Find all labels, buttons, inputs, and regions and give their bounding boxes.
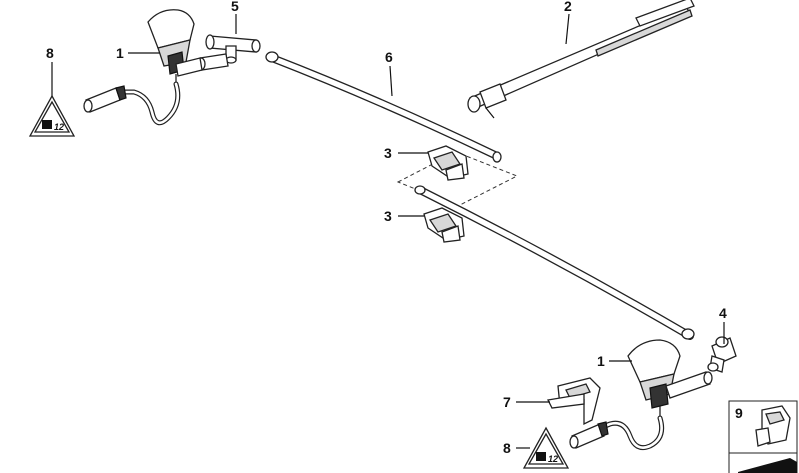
callout-2: 2 — [564, 0, 572, 45]
callout-6: 6 — [385, 49, 393, 97]
t-connector-icon[interactable] — [196, 34, 261, 71]
callout-number: 1 — [597, 353, 605, 369]
callout-5: 5 — [231, 0, 239, 34]
wiper-blade-icon[interactable] — [467, 0, 695, 119]
elbow-connector-icon[interactable] — [707, 336, 737, 373]
callout-3b: 3 — [384, 208, 424, 224]
callout-number: 7 — [503, 394, 511, 410]
retainer-clip-icon[interactable] — [547, 377, 601, 426]
callout-number: 3 — [384, 208, 392, 224]
callout-8a: 8 — [46, 45, 54, 96]
callout-8b: 8 — [503, 440, 530, 456]
callout-number: 5 — [231, 0, 239, 14]
hose-clip-icon[interactable] — [427, 145, 469, 181]
callout-number: 3 — [384, 145, 392, 161]
callout-number: 2 — [564, 0, 572, 14]
callout-9: 9 — [735, 405, 743, 421]
washer-nozzle-icon[interactable] — [147, 9, 203, 86]
callout-1a: 1 — [116, 45, 160, 61]
washer-hose-icon[interactable] — [265, 51, 502, 163]
inset-box-9[interactable] — [728, 400, 798, 473]
callout-number: 6 — [385, 49, 393, 65]
callout-number: 1 — [116, 45, 124, 61]
hose-clip-icon[interactable] — [423, 207, 465, 243]
callout-number: 8 — [503, 440, 511, 456]
heating-element-icon[interactable] — [569, 415, 665, 451]
heating-element-icon[interactable] — [83, 81, 181, 126]
callout-4: 4 — [719, 305, 727, 344]
washer-nozzle-icon[interactable] — [627, 339, 713, 418]
callout-1b: 1 — [597, 353, 632, 369]
callout-number: 9 — [735, 405, 743, 421]
warning-triangle-icon: 12 — [522, 426, 570, 469]
callout-3a: 3 — [384, 145, 428, 161]
svg-text:12: 12 — [548, 454, 558, 464]
warning-triangle-icon: 12 — [28, 94, 76, 137]
washer-hose-icon[interactable] — [414, 185, 695, 340]
callout-number: 8 — [46, 45, 54, 61]
svg-text:12: 12 — [54, 122, 64, 132]
callout-number: 4 — [719, 305, 727, 321]
callout-7: 7 — [503, 394, 550, 410]
